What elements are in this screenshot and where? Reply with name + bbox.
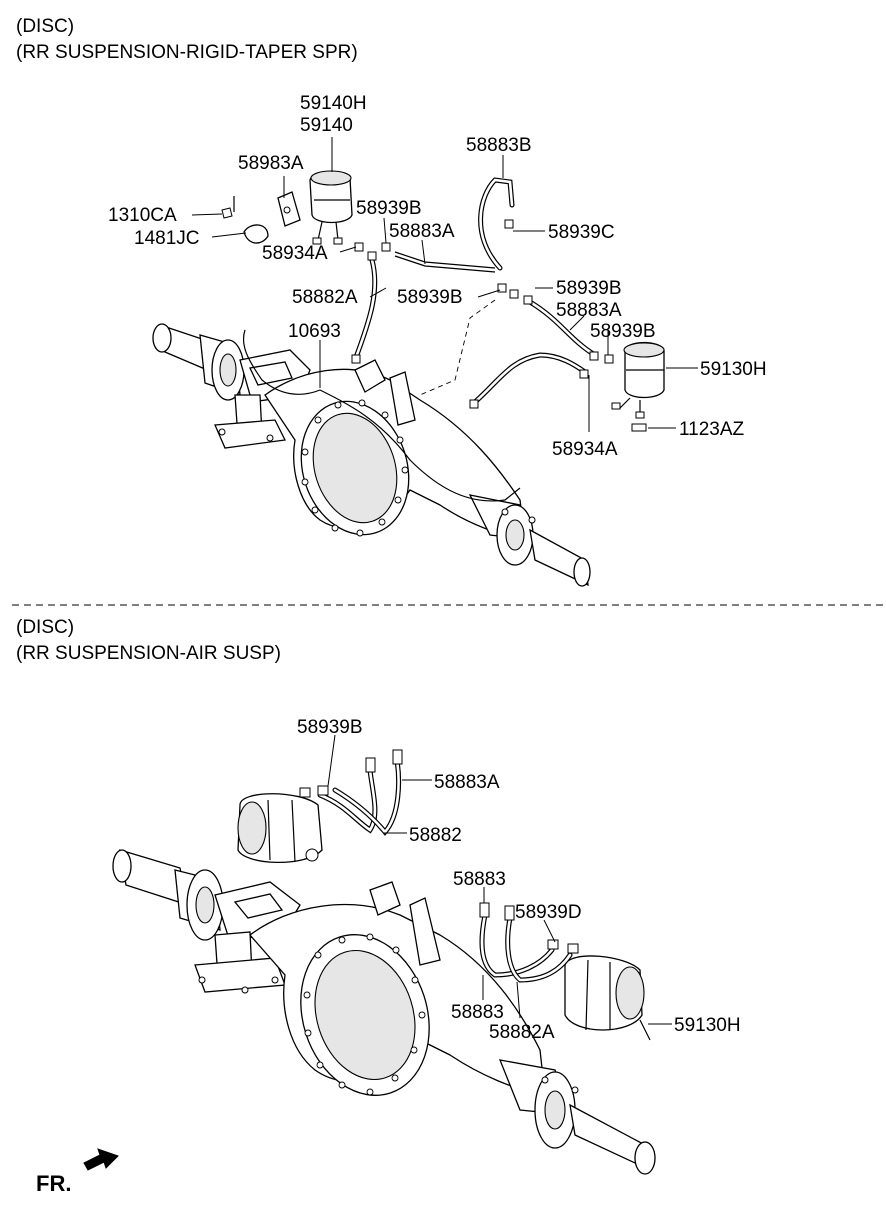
top-leader-lines	[191, 137, 698, 432]
bottom-brake-chamber-left	[237, 793, 323, 864]
label-58934a-1: 58934A	[262, 243, 328, 264]
bottom-brake-chamber-right	[564, 955, 651, 1041]
bottom-axle-assembly	[112, 849, 656, 1175]
label-58883b: 58883B	[466, 135, 532, 156]
top-bracket-58983a	[277, 191, 301, 227]
bottom-leader-lines	[327, 734, 672, 1025]
top-axle-assembly	[152, 323, 591, 587]
top-clip-1481jc	[221, 196, 269, 244]
label-58883a-2: 58883A	[556, 300, 622, 321]
label-b-58882a: 58882A	[489, 1022, 555, 1043]
label-b-58939d: 58939D	[515, 902, 582, 923]
label-b-58939b: 58939B	[297, 717, 363, 738]
top-hoses	[351, 177, 614, 409]
label-b-58883-2: 58883	[451, 1002, 504, 1023]
label-1310ca: 1310CA	[108, 205, 177, 226]
section-1-header-line2: (RR SUSPENSION-RIGID-TAPER SPR)	[16, 42, 358, 63]
front-arrow-icon	[83, 1148, 119, 1171]
label-58983a: 58983A	[238, 153, 304, 174]
front-direction-indicator: FR.	[36, 1148, 119, 1196]
top-brake-chamber-left	[309, 170, 353, 245]
top-labels: 59140H 59140 58983A 58883B 1310CA 58939B…	[108, 93, 767, 460]
section-1-header-line1: (DISC)	[16, 16, 74, 37]
label-b-58882: 58882	[409, 825, 462, 846]
label-59130h: 59130H	[700, 359, 767, 380]
label-58939b-3: 58939B	[397, 287, 463, 308]
label-58939b-4: 58939B	[590, 321, 656, 342]
label-1481jc: 1481JC	[134, 228, 200, 249]
label-b-58883-1: 58883	[453, 869, 506, 890]
section-2-header-line1: (DISC)	[16, 617, 74, 638]
bottom-labels: 58939B 58883A 58882 58883 58939D 58883 5…	[297, 717, 741, 1043]
label-58939c: 58939C	[548, 222, 615, 243]
front-label: FR.	[36, 1171, 71, 1196]
top-brake-chamber-right	[611, 341, 665, 432]
label-58939b-2: 58939B	[556, 278, 622, 299]
label-59140: 59140	[300, 115, 353, 136]
label-b-59130h: 59130H	[674, 1015, 741, 1036]
bottom-hoses-right	[479, 902, 579, 983]
label-58934a-2: 58934A	[552, 439, 618, 460]
label-58939b-1: 58939B	[356, 198, 422, 219]
section-2-header-line2: (RR SUSPENSION-AIR SUSP)	[16, 643, 281, 664]
bottom-hoses-left	[299, 749, 403, 836]
label-1123az: 1123AZ	[679, 419, 745, 440]
label-58882a: 58882A	[292, 287, 358, 308]
label-58883a-1: 58883A	[389, 221, 455, 242]
label-b-58883a: 58883A	[434, 772, 500, 793]
label-10693: 10693	[288, 321, 341, 342]
label-59140h: 59140H	[300, 93, 367, 114]
